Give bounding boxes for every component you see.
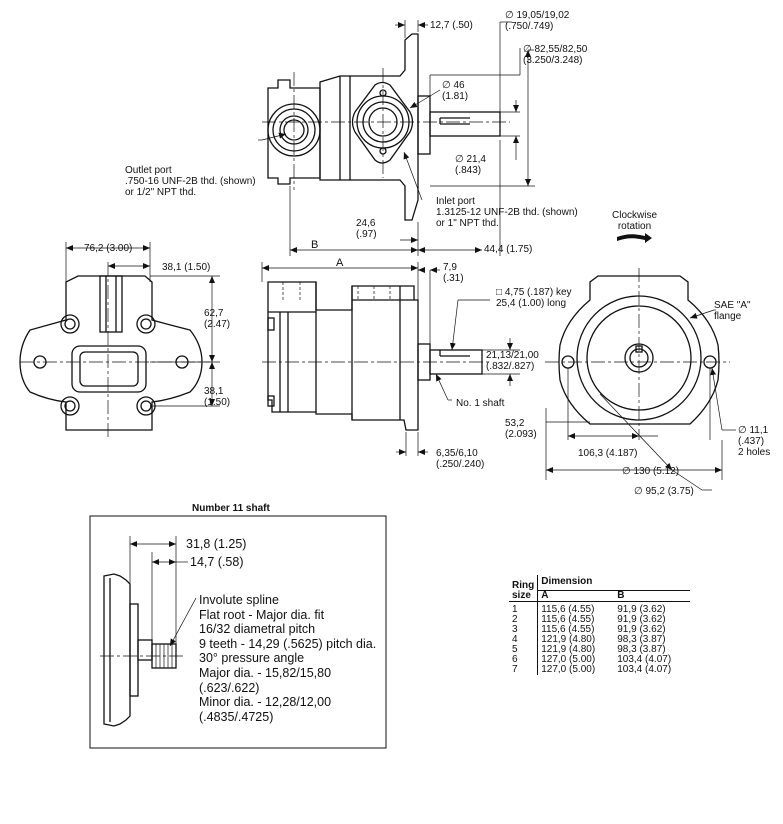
dim-53-2: 53,2 (2.093) bbox=[505, 418, 537, 440]
ring-cell-b: 91,9 (3.62) bbox=[617, 624, 666, 635]
col-ring-size: Ring size bbox=[509, 575, 539, 602]
dim-7-9: 7,9 (.31) bbox=[443, 262, 464, 284]
dim-31-8: 31,8 (1.25) bbox=[186, 537, 247, 551]
left-view bbox=[19, 262, 210, 440]
ring-cell-b: 98,3 (3.87) bbox=[617, 644, 666, 655]
right-view bbox=[545, 268, 730, 440]
ring-cell-b: 91,9 (3.62) bbox=[617, 614, 666, 625]
ring-cell-ring: 6 bbox=[509, 655, 539, 665]
outlet-port-note: Outlet port .750-16 UNF-2B thd. (shown) … bbox=[125, 165, 256, 198]
shaft11-dims bbox=[129, 536, 197, 647]
inlet-port-note: Inlet port 1.3125-12 UNF-2B thd. (shown)… bbox=[436, 196, 578, 229]
ring-cell-b: 91,9 (3.62) bbox=[617, 604, 666, 615]
ring-cell-ring: 4 bbox=[509, 635, 539, 645]
ring-cell-a: 127,0 (5.00) bbox=[541, 654, 596, 665]
ring-cell-b: 103,4 (4.07) bbox=[617, 664, 672, 675]
ring-cell-ring: 3 bbox=[509, 625, 539, 635]
ring-cell-ring: 7 bbox=[509, 665, 539, 675]
dim-12-7: 12,7 (.50) bbox=[430, 20, 473, 31]
dim-38-1-side: 38,1 (1.50) bbox=[204, 386, 231, 408]
dim-6-35: 6,35/6,10 (.250/.240) bbox=[436, 448, 485, 470]
dim-pilot-diameter: ∅ 82,55/82,50 (3.250/3.248) bbox=[523, 44, 588, 66]
ring-cell-a: 127,0 (5.00) bbox=[541, 664, 596, 675]
ring-cell-a: 121,9 (4.80) bbox=[541, 634, 596, 645]
dim-44-4: 44,4 (1.75) bbox=[484, 244, 533, 255]
ring-cell-a: 115,6 (4.55) bbox=[541, 614, 595, 625]
col-b: B bbox=[614, 590, 691, 602]
dim-11-1: ∅ 11,1 (.437) 2 holes bbox=[738, 425, 771, 458]
dim-port-diameter: ∅ 46 (1.81) bbox=[442, 80, 469, 102]
shaft11-drawing bbox=[100, 573, 186, 727]
dim-95-2: ∅ 95,2 (3.75) bbox=[634, 486, 694, 497]
sae-flange: SAE "A" flange bbox=[714, 300, 751, 322]
ring-cell-a: 121,9 (4.80) bbox=[541, 644, 596, 655]
top-dims bbox=[258, 20, 535, 256]
ring-cell-a: 115,6 (4.55) bbox=[541, 624, 595, 635]
clockwise-rotation: Clockwise rotation bbox=[612, 210, 658, 232]
clockwise-arrow-icon bbox=[617, 233, 652, 243]
dim-shaft-diameter: ∅ 19,05/19,02 (.750/.749) bbox=[505, 10, 570, 32]
ring-cell-ring: 2 bbox=[509, 615, 539, 625]
ring-cell-b: 103,4 (4.07) bbox=[617, 654, 672, 665]
ring-cell-a: 115,6 (4.55) bbox=[541, 604, 595, 615]
dim-76-2: 76,2 (3.00) bbox=[84, 243, 133, 254]
dim-21-4: ∅ 21,4 (.843) bbox=[455, 154, 486, 176]
ring-cell-b: 98,3 (3.87) bbox=[617, 634, 666, 645]
dim-130: ∅ 130 (5.12) bbox=[622, 466, 680, 477]
ring-cell-ring: 5 bbox=[509, 645, 539, 655]
dim-62-7: 62,7 (2.47) bbox=[204, 308, 231, 330]
col-dimension: Dimension bbox=[537, 575, 691, 591]
col-a: A bbox=[537, 590, 615, 602]
key-note: □ 4,75 (.187) key 25,4 (1.00) long bbox=[496, 287, 572, 309]
shaft11-title: Number 11 shaft bbox=[192, 503, 270, 514]
side-dims bbox=[261, 262, 520, 456]
right-dims bbox=[545, 309, 736, 491]
dim-b: B bbox=[311, 239, 319, 251]
dim-21-13: 21,13/21,00 (.832/.827) bbox=[486, 350, 539, 372]
dim-106-3: 106,3 (4.187) bbox=[578, 448, 638, 459]
side-view bbox=[262, 281, 490, 431]
dim-24-6: 24,6 (.97) bbox=[356, 218, 377, 240]
spline-specs: Involute spline Flat root - Major dia. f… bbox=[199, 593, 377, 724]
ring-cell-ring: 1 bbox=[509, 601, 539, 615]
dim-14-7: 14,7 (.58) bbox=[190, 555, 244, 569]
shaft11-frame bbox=[89, 515, 387, 749]
dim-38-1-top: 38,1 (1.50) bbox=[162, 262, 211, 273]
dim-a: A bbox=[336, 257, 344, 269]
left-dims bbox=[65, 242, 220, 407]
no1-shaft: No. 1 shaft bbox=[456, 398, 505, 409]
top-view bbox=[262, 33, 510, 221]
